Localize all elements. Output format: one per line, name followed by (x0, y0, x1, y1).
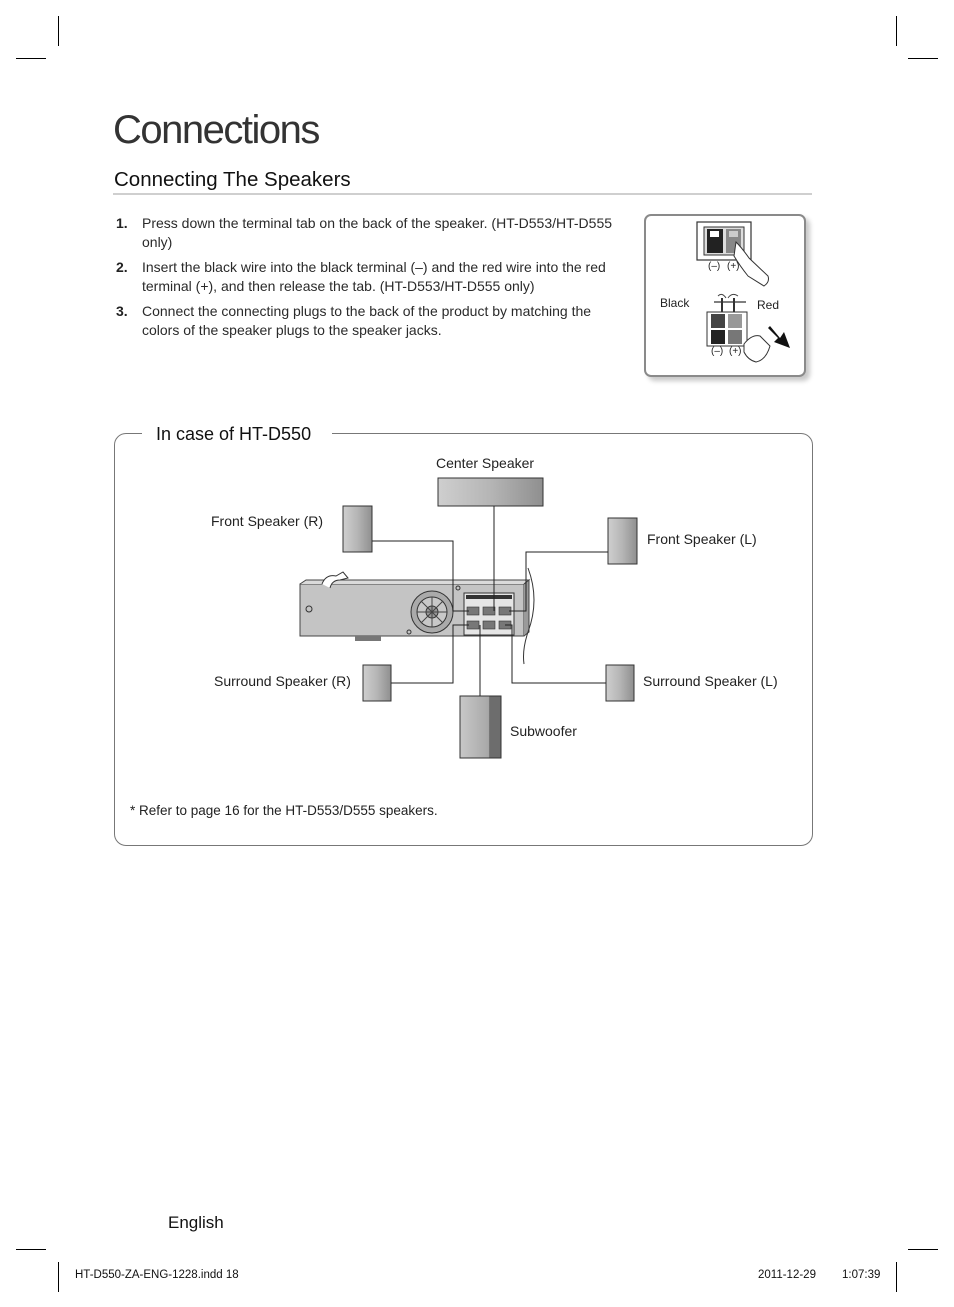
center-speaker-label: Center Speaker (436, 455, 535, 471)
footer-date: 2011-12-29 (758, 1269, 816, 1281)
step-text: Insert the black wire into the black ter… (142, 259, 606, 294)
step-text: Connect the connecting plugs to the back… (142, 303, 592, 338)
panel-title: In case of HT-D550 (156, 424, 312, 444)
crop-mark (58, 1262, 59, 1292)
panel-title-mask (142, 420, 332, 450)
ht-d550-panel (114, 433, 813, 846)
step-number: 1. (116, 215, 128, 231)
language-label: English (168, 1213, 224, 1232)
terminal-drawing (696, 221, 790, 363)
crop-mark (16, 58, 46, 59)
terminal-illustration (644, 214, 806, 377)
subwoofer-label: Subwoofer (510, 723, 577, 739)
step-text: Press down the terminal tab on the back … (142, 215, 613, 250)
front-speaker-l-label: Front Speaker (L) (647, 531, 757, 547)
surround-speaker-r-label: Surround Speaker (R) (214, 673, 351, 689)
footer-time: 1:07:39 (842, 1269, 881, 1281)
black-wire-label: Black (660, 296, 690, 310)
red-wire-label: Red (757, 298, 780, 312)
front-speaker-r-label: Front Speaker (R) (211, 513, 324, 529)
footer-filename: HT-D550-ZA-ENG-1228.indd 18 (75, 1269, 239, 1281)
step-number: 3. (116, 303, 128, 319)
wire-surround-l (505, 624, 606, 684)
speaker-diagram (299, 477, 638, 759)
minus-label: (–) (711, 346, 724, 357)
crop-mark (896, 16, 897, 46)
minus-label: (–) (708, 261, 721, 272)
plus-label: (+) (729, 346, 742, 357)
plus-label: (+) (727, 261, 740, 272)
crop-mark (58, 16, 59, 46)
page-heading: Connections (113, 108, 320, 152)
step-number: 2. (116, 259, 128, 275)
center-speaker (437, 477, 544, 507)
receiver-back-panel (299, 567, 535, 665)
crop-mark (908, 58, 938, 59)
crop-mark (896, 1262, 897, 1292)
front-speaker-r (342, 505, 373, 553)
reference-note: * Refer to page 16 for the HT-D553/D555 … (130, 803, 438, 818)
crop-mark (16, 1249, 46, 1250)
wire-front-r (372, 540, 469, 612)
subwoofer-box (459, 695, 502, 759)
section-rule (113, 193, 812, 195)
section-title: Connecting The Speakers (114, 168, 351, 191)
wire-front-l (509, 551, 608, 612)
surround-speaker-l (605, 664, 635, 702)
surround-speaker-r (362, 664, 392, 702)
surround-speaker-l-label: Surround Speaker (L) (643, 673, 778, 689)
front-speaker-l (607, 517, 638, 565)
wire-surround-r (391, 624, 469, 684)
crop-mark (908, 1249, 938, 1250)
